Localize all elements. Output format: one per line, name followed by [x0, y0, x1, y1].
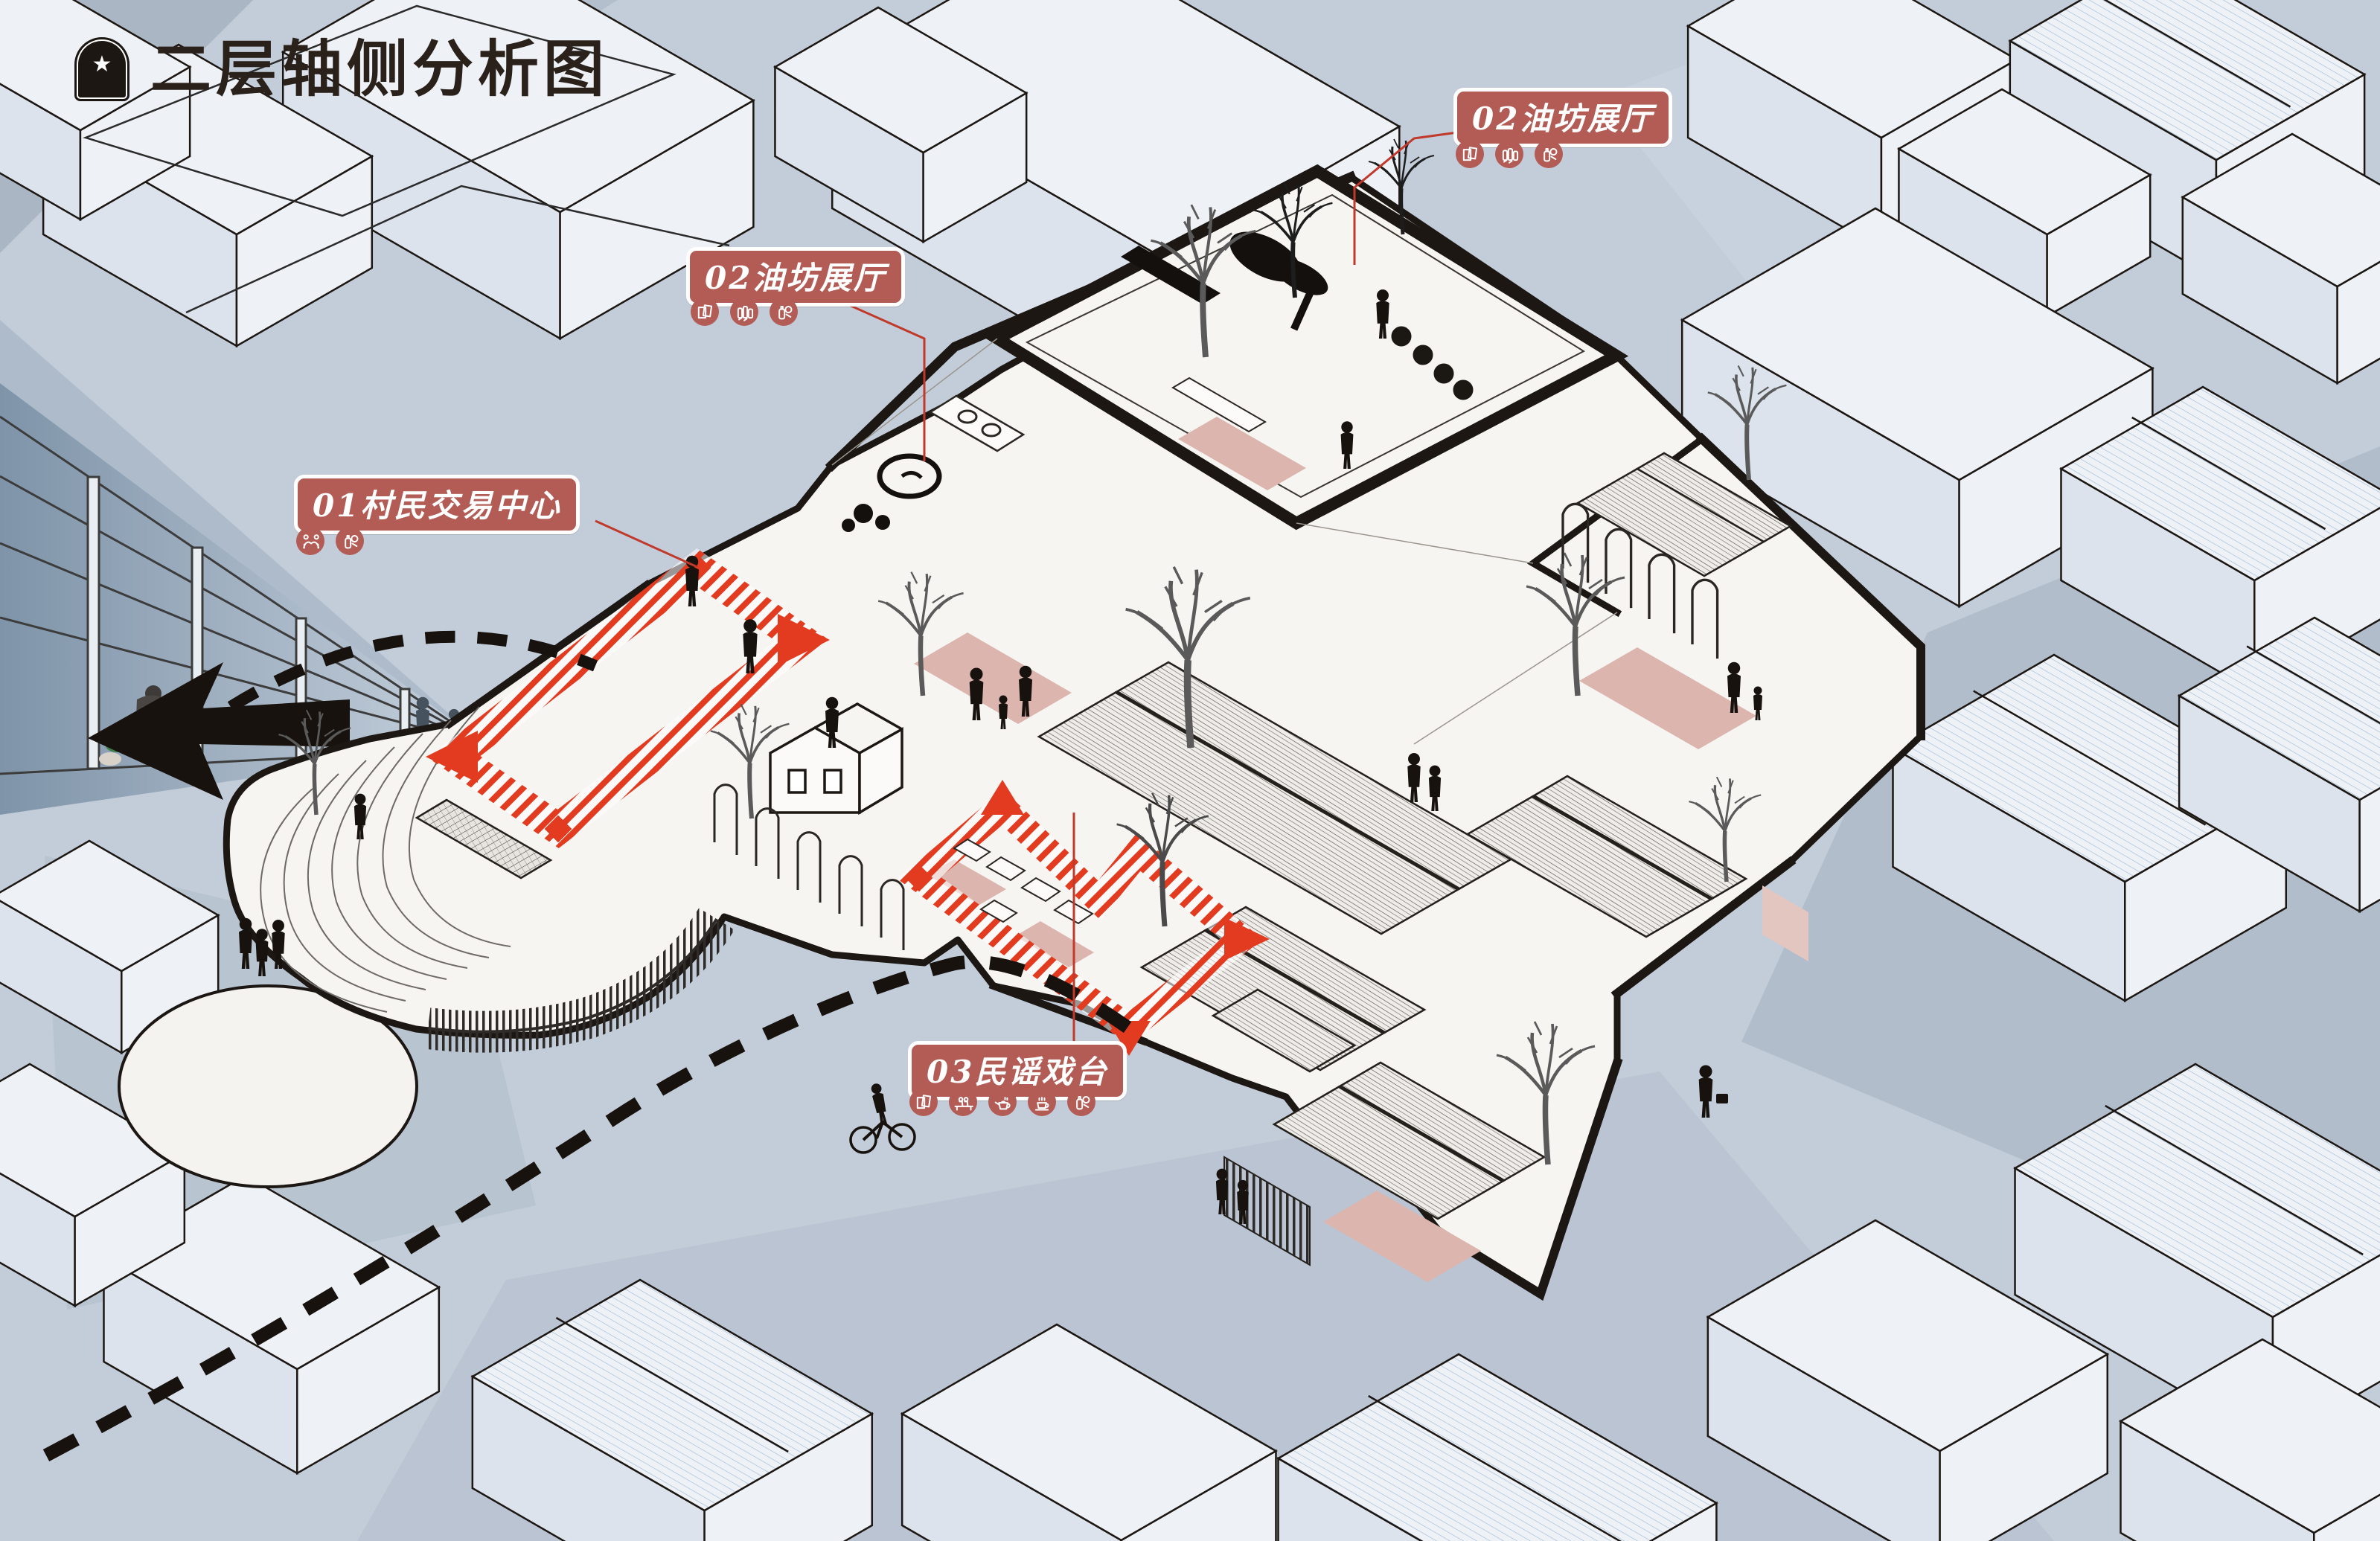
- oil-bottle-icon: [336, 527, 364, 555]
- context-building-face: [2008, 0, 2367, 161]
- zone-label-02-oil-mill-hall: 02油坊展厅: [686, 247, 906, 307]
- ghost-buildings: [83, 4, 730, 314]
- context-building: [900, 1323, 1278, 1541]
- context-building-face: [900, 1323, 1278, 1541]
- context-building: [2177, 616, 2380, 914]
- roof-ridge: [1368, 1394, 1622, 1541]
- roof-ridge: [1973, 690, 2207, 826]
- context-building-face: [1276, 1353, 1718, 1541]
- oil-bottle-icon: [1067, 1088, 1095, 1116]
- arched-door-star-icon: ★: [74, 37, 129, 101]
- zone-icons-02-top: [1456, 140, 1563, 168]
- bench-figures-icon: [949, 1088, 977, 1116]
- context-building: [470, 1278, 874, 1541]
- roof-ridge: [2105, 1104, 2364, 1256]
- context-building-face: [1680, 207, 2155, 481]
- annex-house: [769, 702, 903, 816]
- zone-label-03-folk-song-stage: 03民谣戏台: [908, 1041, 1127, 1101]
- context-building: [1706, 1219, 2110, 1541]
- context-building-face: [470, 1278, 874, 1512]
- oil-press-exhibit: [842, 231, 1476, 532]
- route-main: [42, 955, 1145, 1461]
- exhibit-panels-icon: [1456, 140, 1484, 168]
- roof-ridge: [2131, 416, 2326, 531]
- oil-mill-hall: [842, 164, 1629, 532]
- context-building-face: [281, 0, 755, 214]
- people-figures: [239, 289, 1762, 1224]
- context-building-face: [1686, 0, 2019, 139]
- context-building: [0, 839, 220, 1055]
- amphitheater: [260, 706, 735, 1053]
- context-building-face: [772, 6, 1029, 154]
- cyclist: [849, 1082, 916, 1154]
- context-building: [1276, 1353, 1718, 1541]
- exhibit-panels-icon: [909, 1088, 938, 1116]
- title-block: ★ 二层轴侧分析图: [74, 37, 609, 101]
- zone-label-01-villager-trading-center: 01村民交易中心: [294, 475, 580, 534]
- route-to-vignette: [227, 630, 598, 712]
- oil-bottle-icon: [770, 298, 798, 326]
- context-building-face: [1706, 1219, 2110, 1452]
- context-building: [2181, 132, 2380, 385]
- zone-icons-02: [691, 298, 798, 326]
- context-building: [2118, 1338, 2380, 1541]
- context-building-face: [2177, 616, 2380, 801]
- star-icon: ★: [92, 51, 112, 77]
- context-building-face: [2058, 385, 2380, 582]
- interior-vignette: [0, 320, 484, 815]
- paving-mat: [1178, 417, 1306, 490]
- teapot-icon: [988, 1088, 1017, 1116]
- teacup-icon: [1028, 1088, 1056, 1116]
- roof-ridge: [555, 1316, 789, 1453]
- context-building-face: [1896, 88, 2152, 236]
- context-building-face: [2013, 1063, 2380, 1319]
- context-building: [772, 6, 1029, 244]
- zone-label-02-oil-mill-hall-top: 02油坊展厅: [1453, 88, 1673, 147]
- roof-ridge: [2246, 645, 2380, 725]
- context-building-face: [2181, 132, 2380, 288]
- context-building-face: [2118, 1338, 2380, 1534]
- oil-bottle-icon: [1535, 140, 1563, 168]
- oil-press-jars-icon: [730, 298, 758, 326]
- context-building-face: [1648, 1501, 1718, 1541]
- direction-arrow: [88, 662, 350, 800]
- main-complex: [223, 164, 1925, 1301]
- oil-press-jars-icon: [1495, 140, 1523, 168]
- zone-03-stage-courtyard: [897, 780, 1270, 1056]
- trade-figures-icon: [296, 527, 324, 555]
- context-building-face: [2358, 786, 2380, 914]
- leader-lines: [595, 131, 1458, 1042]
- context-building: [1896, 88, 2152, 318]
- page-title: 二层轴侧分析图: [150, 33, 610, 105]
- context-building-face: [0, 839, 220, 973]
- zone-icons-03: [909, 1088, 1095, 1116]
- visitor-routes: [42, 630, 1145, 1461]
- floor-guides: [831, 338, 1618, 745]
- roof-ridge: [2103, 0, 2291, 108]
- exhibit-panels-icon: [691, 298, 719, 326]
- zone-icons-01: [296, 527, 364, 555]
- plaza: [118, 984, 418, 1188]
- stage-ruins: [953, 838, 1094, 925]
